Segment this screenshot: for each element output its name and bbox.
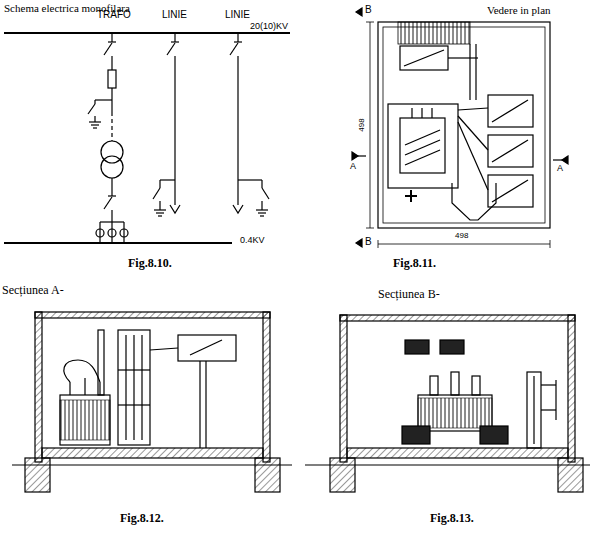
single-line-schematic	[4, 33, 290, 243]
figure-caption: Fig.8.10.	[128, 257, 172, 271]
dimension: 498	[455, 231, 468, 240]
section-title: Secțiunea A-	[2, 284, 64, 298]
section-marker: A	[557, 163, 563, 173]
feeder-label: LINIE	[225, 9, 250, 21]
section-title: Secțiunea B-	[378, 288, 440, 302]
dimension: 498	[357, 118, 366, 131]
figure-caption: Fig.8.12.	[120, 512, 164, 526]
figure-caption: Fig.8.13.	[430, 512, 474, 526]
voltage-label: 0.4KV	[240, 235, 265, 245]
feeder-label: TRAFO	[97, 9, 131, 21]
section-marker: B	[365, 4, 372, 16]
section-marker: B	[365, 236, 372, 248]
section-b-drawing	[305, 315, 590, 492]
voltage-label: 20(10)KV	[250, 21, 288, 31]
feeder-label: LINIE	[162, 9, 187, 21]
section-a-drawing	[12, 312, 292, 492]
section-marker: A	[350, 161, 356, 171]
view-title: Vedere in plan	[487, 4, 551, 17]
figure-caption: Fig.8.11.	[393, 257, 436, 271]
plan-view	[352, 8, 568, 248]
